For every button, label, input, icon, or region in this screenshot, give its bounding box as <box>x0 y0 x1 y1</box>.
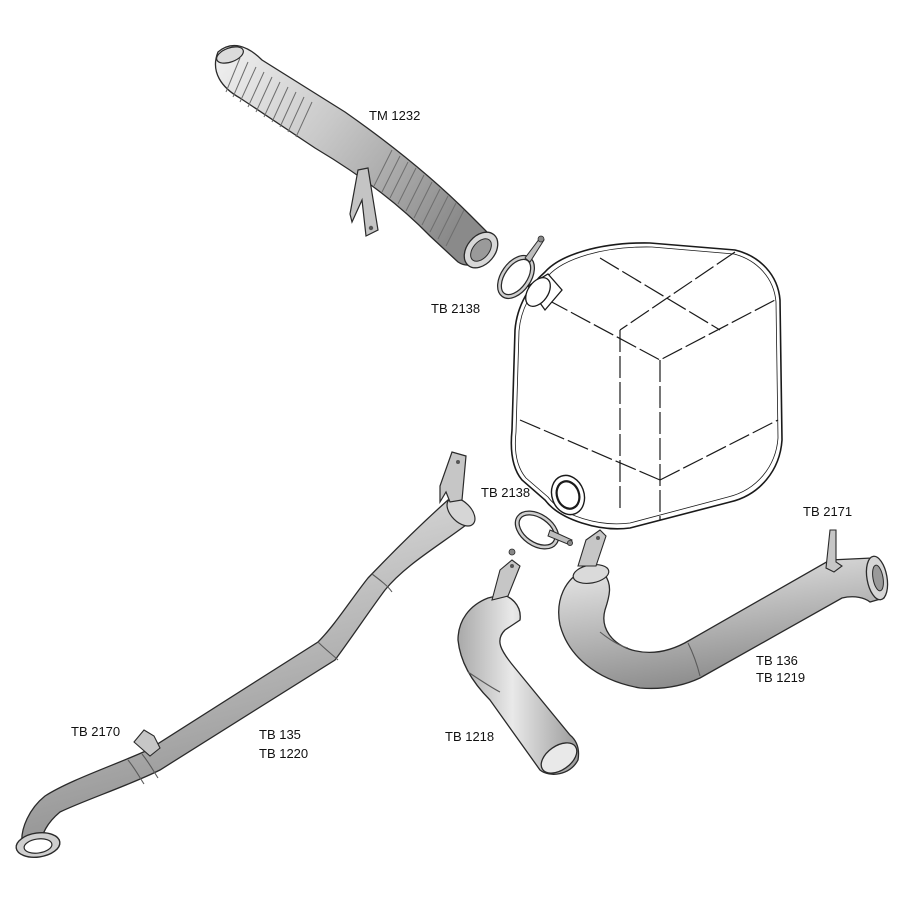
elbow-pipe <box>457 559 580 775</box>
clamp-lower <box>508 510 574 556</box>
label-rear-bracket: TB 2171 <box>803 504 852 519</box>
label-front-pipe-1: TB 135 <box>259 727 301 742</box>
label-clamp-lower: TB 2138 <box>481 485 530 500</box>
label-clamp-upper: TB 2138 <box>431 301 480 316</box>
label-elbow-pipe: TB 1218 <box>445 729 494 744</box>
label-rear-pipe-1: TB 136 <box>756 653 798 668</box>
flex-pipe <box>214 44 499 269</box>
rear-pipe <box>558 529 889 690</box>
clamp-upper <box>496 235 545 300</box>
label-flex-pipe: TM 1232 <box>369 108 420 123</box>
front-pipe <box>15 451 476 858</box>
muffler-box <box>510 242 783 530</box>
callout-labels: TM 1232 TB 2138 TB 2138 TB 2171 TB 136 T… <box>71 108 852 761</box>
label-rear-pipe-2: TB 1219 <box>756 670 805 685</box>
label-front-bracket: TB 2170 <box>71 724 120 739</box>
label-front-pipe-2: TB 1220 <box>259 746 308 761</box>
